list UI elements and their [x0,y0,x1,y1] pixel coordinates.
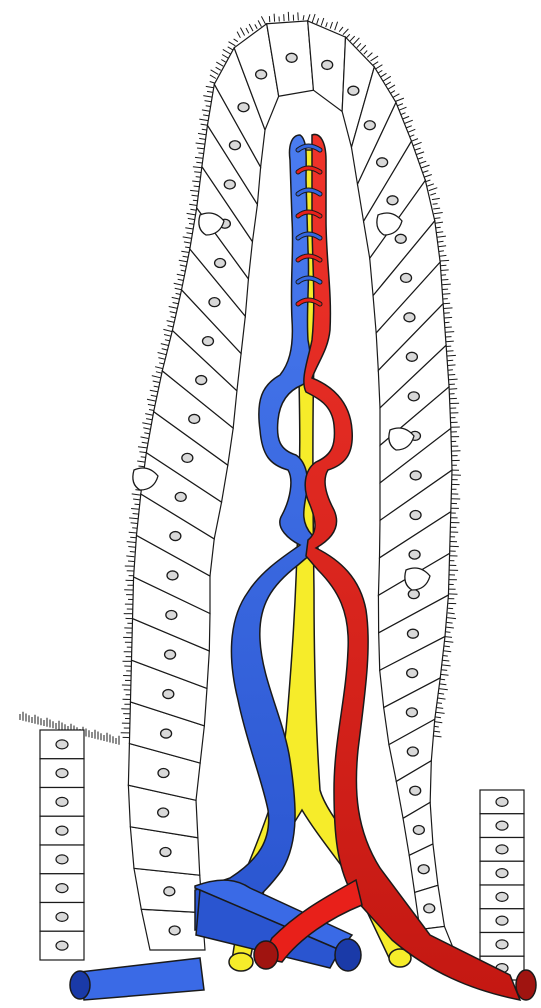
nucleus-icon [410,471,421,480]
nucleus-icon [496,916,508,925]
nucleus-icon [165,650,176,659]
nucleus-icon [496,797,508,806]
nucleus-icon [161,729,172,738]
nucleus-icon [256,70,267,79]
nucleus-icon [158,808,169,817]
nucleus-icon [404,313,415,322]
nucleus-icon [56,941,68,950]
nucleus-icon [418,865,429,874]
nucleus-icon [407,669,418,678]
nucleus-icon [169,926,180,935]
nucleus-icon [496,821,508,830]
nucleus-icon [407,747,418,756]
nucleus-icon [286,53,297,62]
nucleus-icon [182,453,193,462]
nucleus-icon [348,86,359,95]
nucleus-icon [215,259,226,268]
nucleus-icon [229,141,240,150]
right-crypt-wall [480,790,524,980]
nucleus-icon [56,855,68,864]
nucleus-icon [387,196,398,205]
nucleus-icon [407,629,418,638]
nucleus-icon [424,904,435,913]
nucleus-icon [496,892,508,901]
nucleus-icon [202,337,213,346]
nucleus-icon [166,610,177,619]
nucleus-icon [56,912,68,921]
nucleus-icon [410,786,421,795]
nucleus-icon [164,887,175,896]
nucleus-icon [224,180,235,189]
nucleus-icon [170,532,181,541]
nucleus-icon [395,234,406,243]
nucleus-icon [413,825,424,834]
nucleus-icon [56,797,68,806]
nucleus-icon [496,869,508,878]
nucleus-icon [196,376,207,385]
nucleus-icon [56,884,68,893]
nucleus-icon [158,769,169,778]
nucleus-icon [364,121,375,130]
nucleus-icon [406,352,417,361]
nucleus-icon [410,511,421,520]
nucleus-icon [160,848,171,857]
nucleus-icon [496,940,508,949]
nucleus-icon [163,690,174,699]
nucleus-icon [209,298,220,307]
nucleus-icon [56,740,68,749]
nucleus-icon [167,571,178,580]
nucleus-icon [175,492,186,501]
nucleus-icon [377,158,388,167]
nucleus-icon [406,708,417,717]
nucleus-icon [409,550,420,559]
nucleus-icon [189,414,200,423]
nucleus-icon [238,103,249,112]
nucleus-icon [56,826,68,835]
nucleus-icon [322,60,333,69]
nucleus-icon [496,845,508,854]
nucleus-icon [56,769,68,778]
left-crypt-wall [40,730,84,960]
nucleus-icon [408,392,419,401]
nucleus-icon [408,590,419,599]
nucleus-icon [401,273,412,282]
